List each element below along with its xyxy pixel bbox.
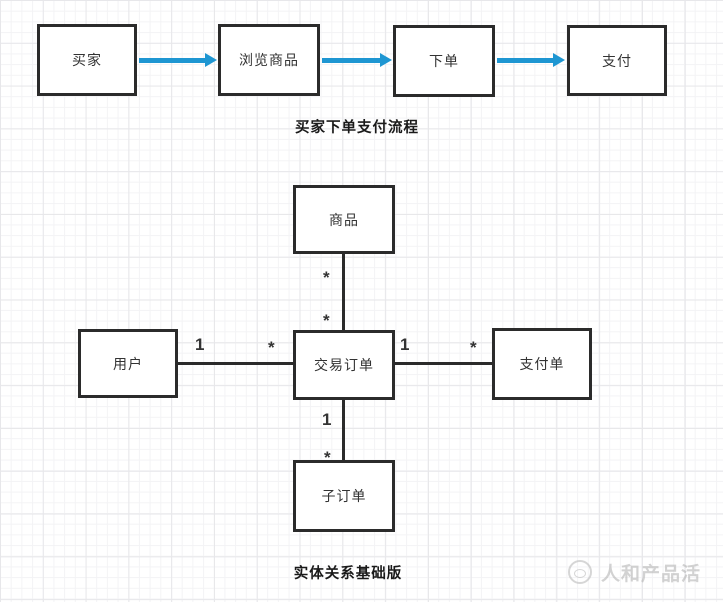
- flow-node-buyer: 买家: [37, 24, 137, 96]
- relation-line-product-order: [342, 254, 345, 331]
- flow-arrow-icon: [322, 53, 392, 67]
- cardinality-label: *: [268, 338, 275, 357]
- flow-node-label: 买家: [72, 52, 102, 68]
- arrow-head: [205, 53, 217, 67]
- relation-line-order-suborder: [342, 400, 345, 460]
- flow-node-pay: 支付: [567, 25, 667, 96]
- watermark-logo-icon: [568, 560, 592, 584]
- er-entity-user: 用户: [78, 329, 178, 398]
- er-entity-label: 商品: [329, 211, 359, 228]
- flow-diagram-caption: 买家下单支付流程: [295, 120, 419, 136]
- er-entity-suborder: 子订单: [293, 460, 395, 532]
- er-entity-product: 商品: [293, 185, 395, 254]
- cardinality-label: *: [323, 311, 330, 330]
- cardinality-label: *: [324, 448, 331, 467]
- er-entity-payment: 支付单: [492, 328, 592, 400]
- flow-node-label: 支付: [602, 52, 632, 69]
- relation-line-user-order: [178, 362, 293, 365]
- arrow-shaft: [322, 57, 382, 63]
- er-entity-label: 支付单: [519, 356, 565, 372]
- cardinality-label: 1: [195, 335, 205, 354]
- flow-node-order: 下单: [393, 25, 495, 97]
- watermark-text: 人和产品活: [601, 563, 702, 585]
- cardinality-label: *: [470, 338, 477, 357]
- arrow-head: [380, 53, 392, 67]
- er-entity-trade-order: 交易订单: [293, 330, 395, 400]
- flow-node-label: 浏览商品: [239, 52, 299, 68]
- er-entity-label: 用户: [113, 355, 143, 372]
- cardinality-label: 1: [400, 335, 410, 354]
- cardinality-label: *: [323, 268, 330, 287]
- flow-node-label: 下单: [429, 53, 459, 69]
- cardinality-label: 1: [322, 410, 332, 429]
- er-entity-label: 子订单: [321, 488, 367, 504]
- er-entity-label: 交易订单: [314, 357, 374, 373]
- flow-node-browse: 浏览商品: [218, 24, 320, 96]
- watermark: 人和产品活: [568, 557, 701, 587]
- er-diagram-caption: 实体关系基础版: [293, 566, 403, 582]
- arrow-shaft: [497, 57, 555, 63]
- flow-arrow-icon: [497, 53, 565, 67]
- arrow-shaft: [139, 57, 207, 63]
- arrow-head: [553, 53, 565, 67]
- flow-arrow-icon: [139, 53, 217, 67]
- relation-line-order-payment: [395, 362, 492, 365]
